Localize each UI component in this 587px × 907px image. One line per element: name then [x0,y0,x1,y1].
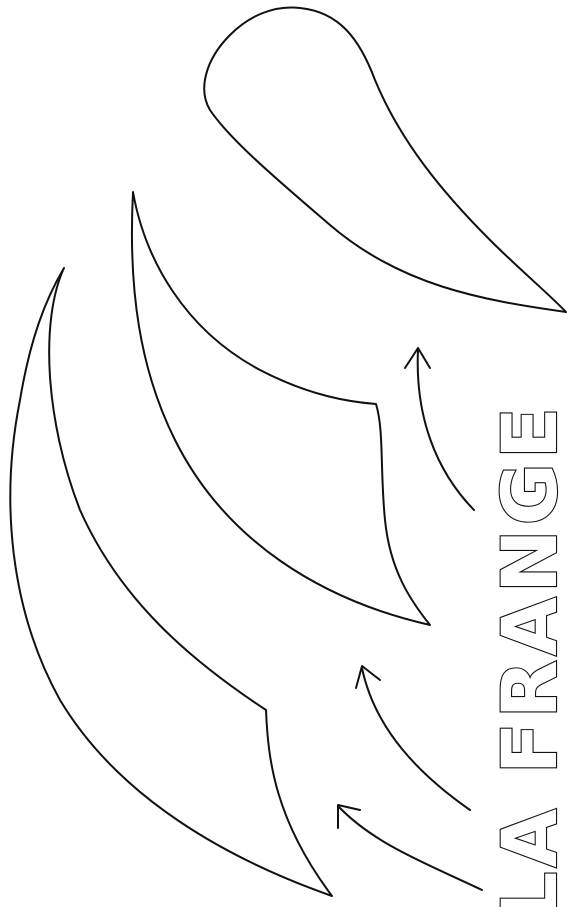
page-title: LA FRANGE [485,403,574,907]
fringe-shape-middle [132,192,430,625]
arrow-top [405,348,474,510]
arrow-middle [356,666,470,810]
fringe-shape-bottom [10,268,332,896]
arrow-bottom [338,805,482,890]
fringe-shape-top [204,7,566,312]
